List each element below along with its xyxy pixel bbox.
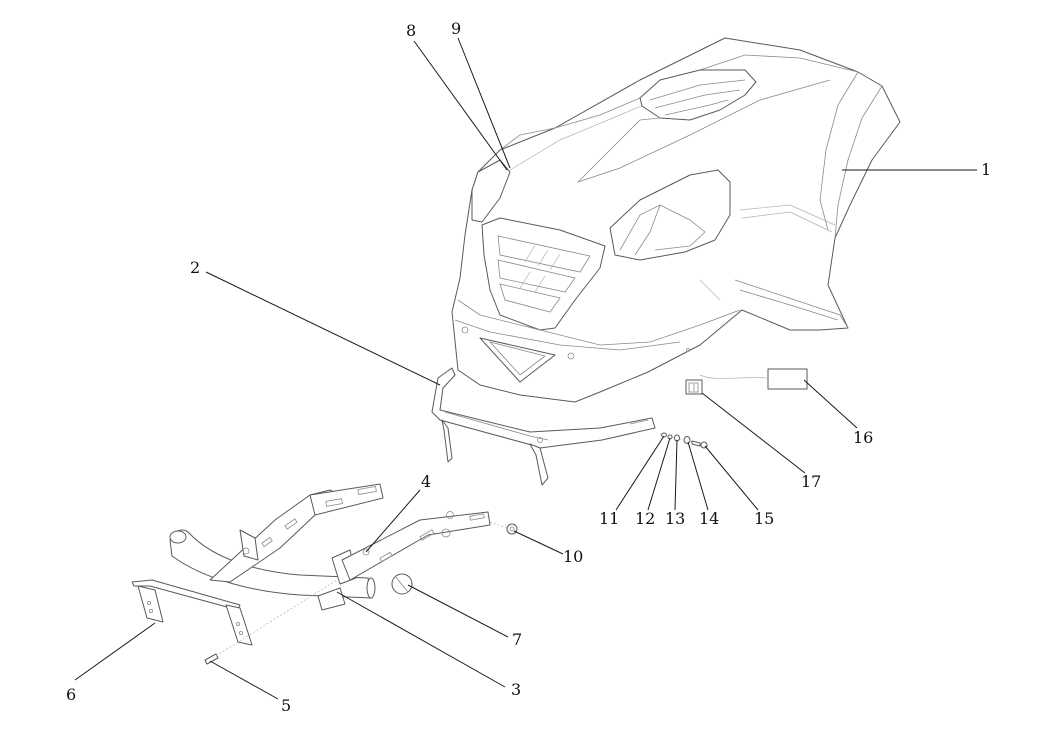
bumper-tube-part (169, 483, 491, 611)
nut-part (489, 521, 518, 535)
leader-15 (704, 445, 759, 511)
hood-part (451, 37, 901, 403)
clip-part (685, 379, 703, 395)
callout-11: 11 (599, 509, 619, 528)
front-bracket-part (431, 367, 656, 486)
callout-5: 5 (281, 696, 291, 715)
leader-14 (687, 441, 709, 511)
callout-17: 17 (801, 472, 821, 491)
callout-labels: 1 2 3 4 5 6 7 8 9 10 11 12 13 14 15 16 1… (66, 19, 991, 715)
callout-14: 14 (699, 509, 719, 528)
callout-10: 10 (563, 547, 583, 566)
callout-3: 3 (511, 680, 521, 699)
leader-17 (701, 392, 806, 474)
leader-16 (803, 379, 858, 429)
callout-16: 16 (853, 428, 873, 447)
leader-6 (74, 622, 156, 681)
leader-12 (647, 437, 671, 511)
leader-10 (513, 530, 564, 555)
leader-11 (615, 435, 665, 511)
hardware-stack-part (659, 432, 709, 449)
leader-3 (336, 591, 506, 688)
callout-13: 13 (665, 509, 685, 528)
leader-13 (674, 439, 678, 511)
lower-bar-part (131, 579, 253, 646)
callout-9: 9 (451, 19, 461, 38)
leader-5 (209, 660, 279, 700)
leader-2 (205, 271, 441, 386)
leader-7 (407, 584, 509, 638)
callout-8: 8 (406, 21, 416, 40)
callout-6: 6 (66, 685, 76, 704)
callout-15: 15 (754, 509, 774, 528)
end-cap-part (391, 573, 413, 595)
callout-4: 4 (421, 472, 431, 491)
callout-7: 7 (512, 630, 522, 649)
leader-9 (457, 37, 511, 169)
leader-8 (413, 40, 508, 171)
label-part (699, 368, 808, 390)
callout-1: 1 (981, 160, 991, 179)
callout-12: 12 (635, 509, 655, 528)
leader-lines (74, 37, 977, 700)
bolt-part (204, 577, 341, 665)
leader-4 (365, 489, 421, 553)
callout-2: 2 (190, 258, 200, 277)
